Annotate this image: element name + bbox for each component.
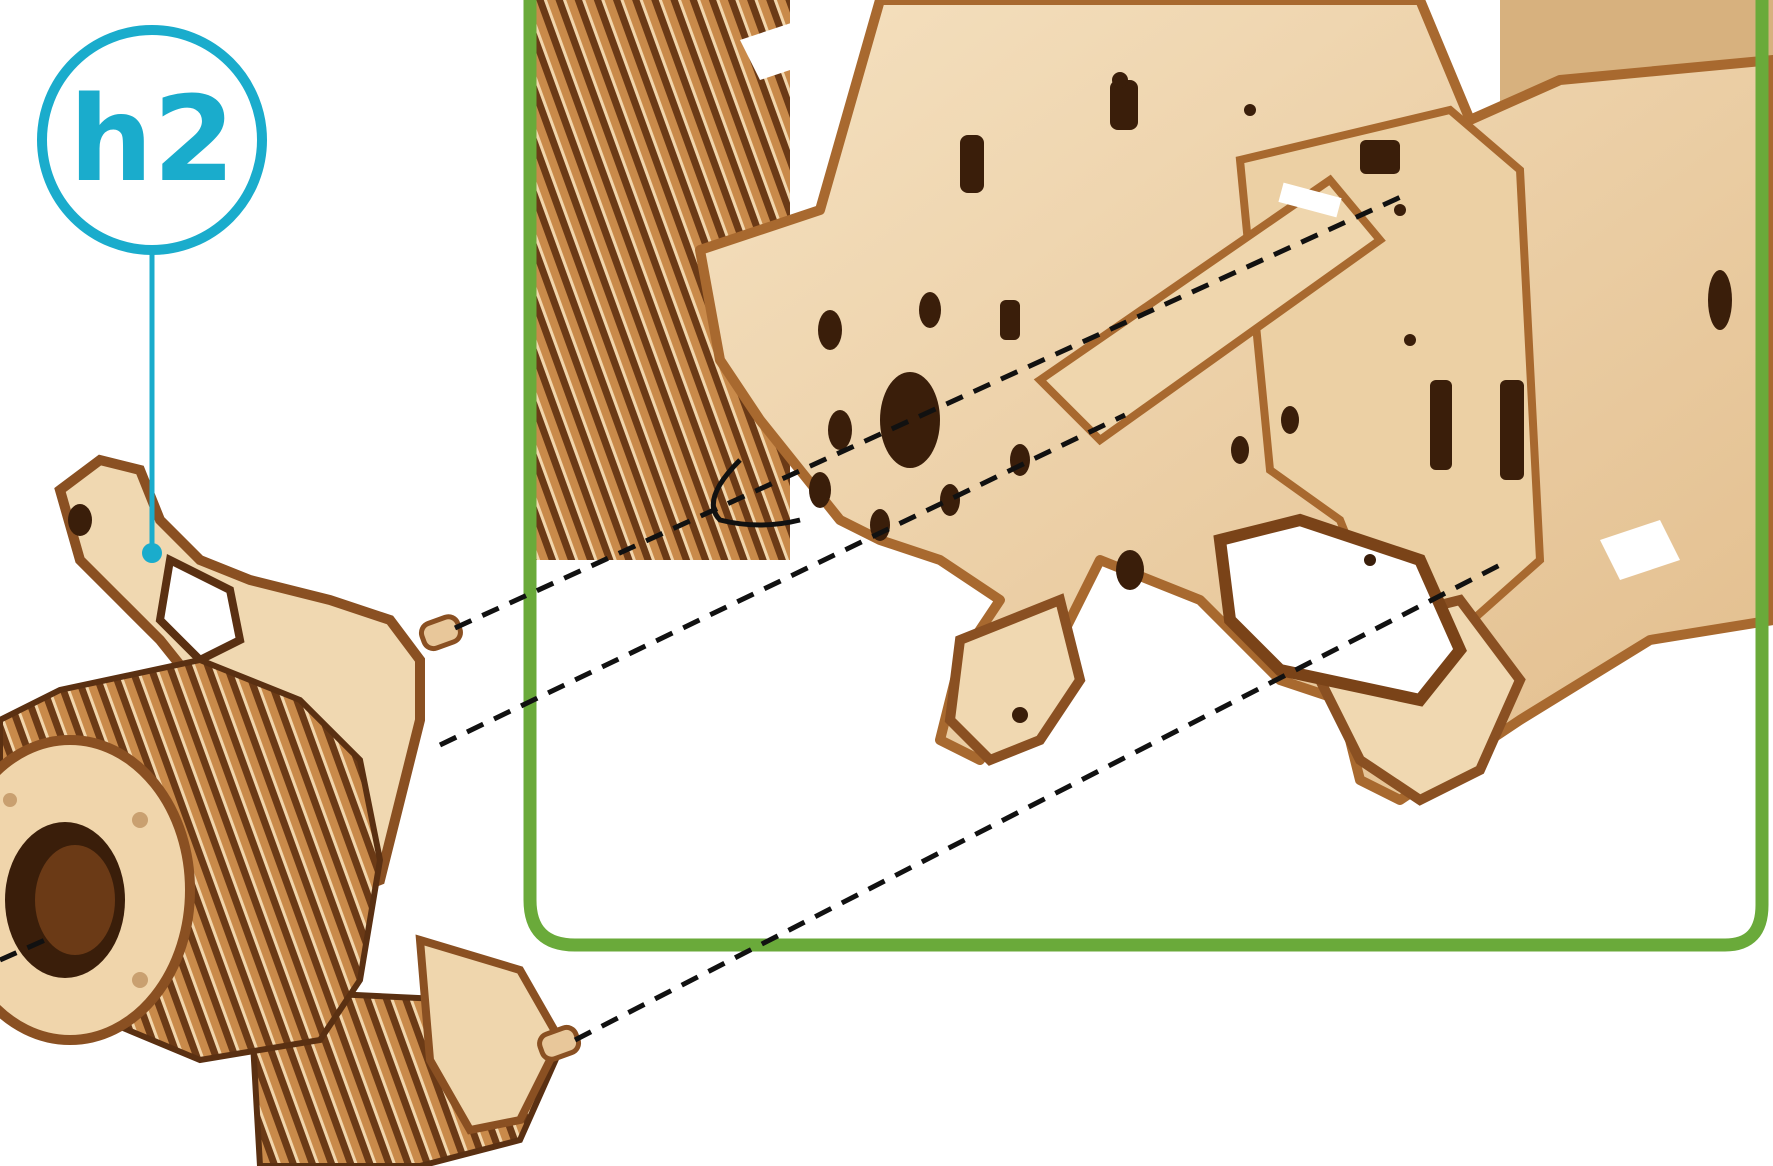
spool-body <box>0 660 380 1060</box>
model-detail-view <box>530 0 1773 945</box>
new-part-h2 <box>0 460 581 1166</box>
callout-label: h2 <box>69 70 235 208</box>
callout-anchor-dot <box>142 543 162 563</box>
main-plywood-frame <box>700 0 1773 800</box>
